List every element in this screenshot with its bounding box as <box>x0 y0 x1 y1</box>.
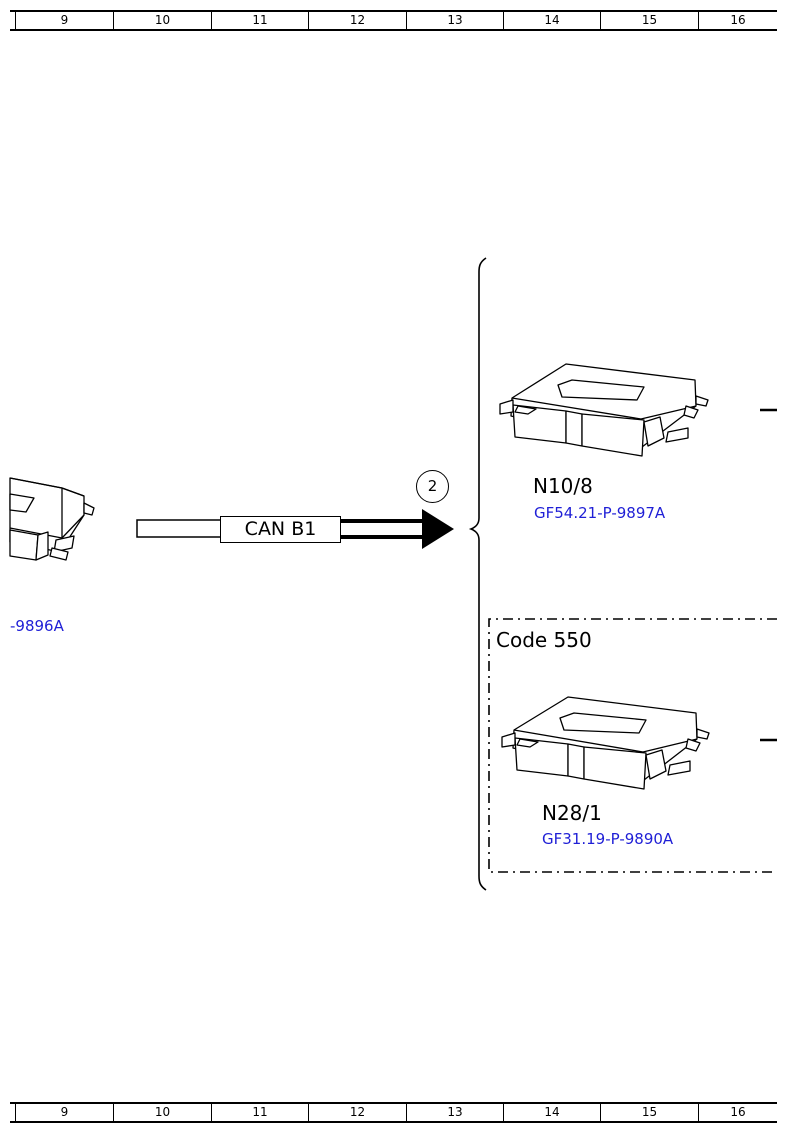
n28-1-label: N28/1 <box>542 801 602 825</box>
ruler-cell: 10 <box>113 1104 211 1121</box>
ruler-cell: 9 <box>15 1104 113 1121</box>
can-bus-line <box>136 519 428 539</box>
ruler-cell: 11 <box>211 12 308 29</box>
ruler-cell: 13 <box>406 1104 503 1121</box>
left-control-unit-icon <box>9 477 95 561</box>
ruler-cell: 14 <box>503 12 600 29</box>
ruler-cell: 14 <box>503 1104 600 1121</box>
n10-8-label: N10/8 <box>533 474 593 498</box>
arrow-head-icon <box>422 509 454 549</box>
ruler-cell: 13 <box>406 12 503 29</box>
code-550-label: Code 550 <box>496 628 592 652</box>
column-ruler-top: 9 10 11 12 13 14 15 16 <box>10 10 777 31</box>
can-bus-label: CAN B1 <box>220 516 341 543</box>
n28-1-control-unit-icon <box>501 696 710 790</box>
n10-8-link[interactable]: GF54.21-P-9897A <box>534 504 666 522</box>
ruler-cell: 11 <box>211 1104 308 1121</box>
ruler-cell: 16 <box>698 1104 777 1121</box>
signal-marker: 2 <box>416 470 449 503</box>
n28-1-link[interactable]: GF31.19-P-9890A <box>542 830 674 848</box>
ruler-cell: 15 <box>600 12 698 29</box>
code-550-frame <box>488 618 777 873</box>
group-brace <box>468 257 487 891</box>
ruler-cell: 12 <box>308 12 406 29</box>
ruler-cell: 16 <box>698 12 777 29</box>
column-ruler-bottom: 9 10 11 12 13 14 15 16 <box>10 1102 777 1123</box>
ruler-cell: 12 <box>308 1104 406 1121</box>
left-module-link[interactable]: -9896A <box>10 617 64 635</box>
ruler-cell: 10 <box>113 12 211 29</box>
ruler-cell: 9 <box>15 12 113 29</box>
ruler-cell: 15 <box>600 1104 698 1121</box>
n10-8-control-unit-icon <box>499 363 709 457</box>
